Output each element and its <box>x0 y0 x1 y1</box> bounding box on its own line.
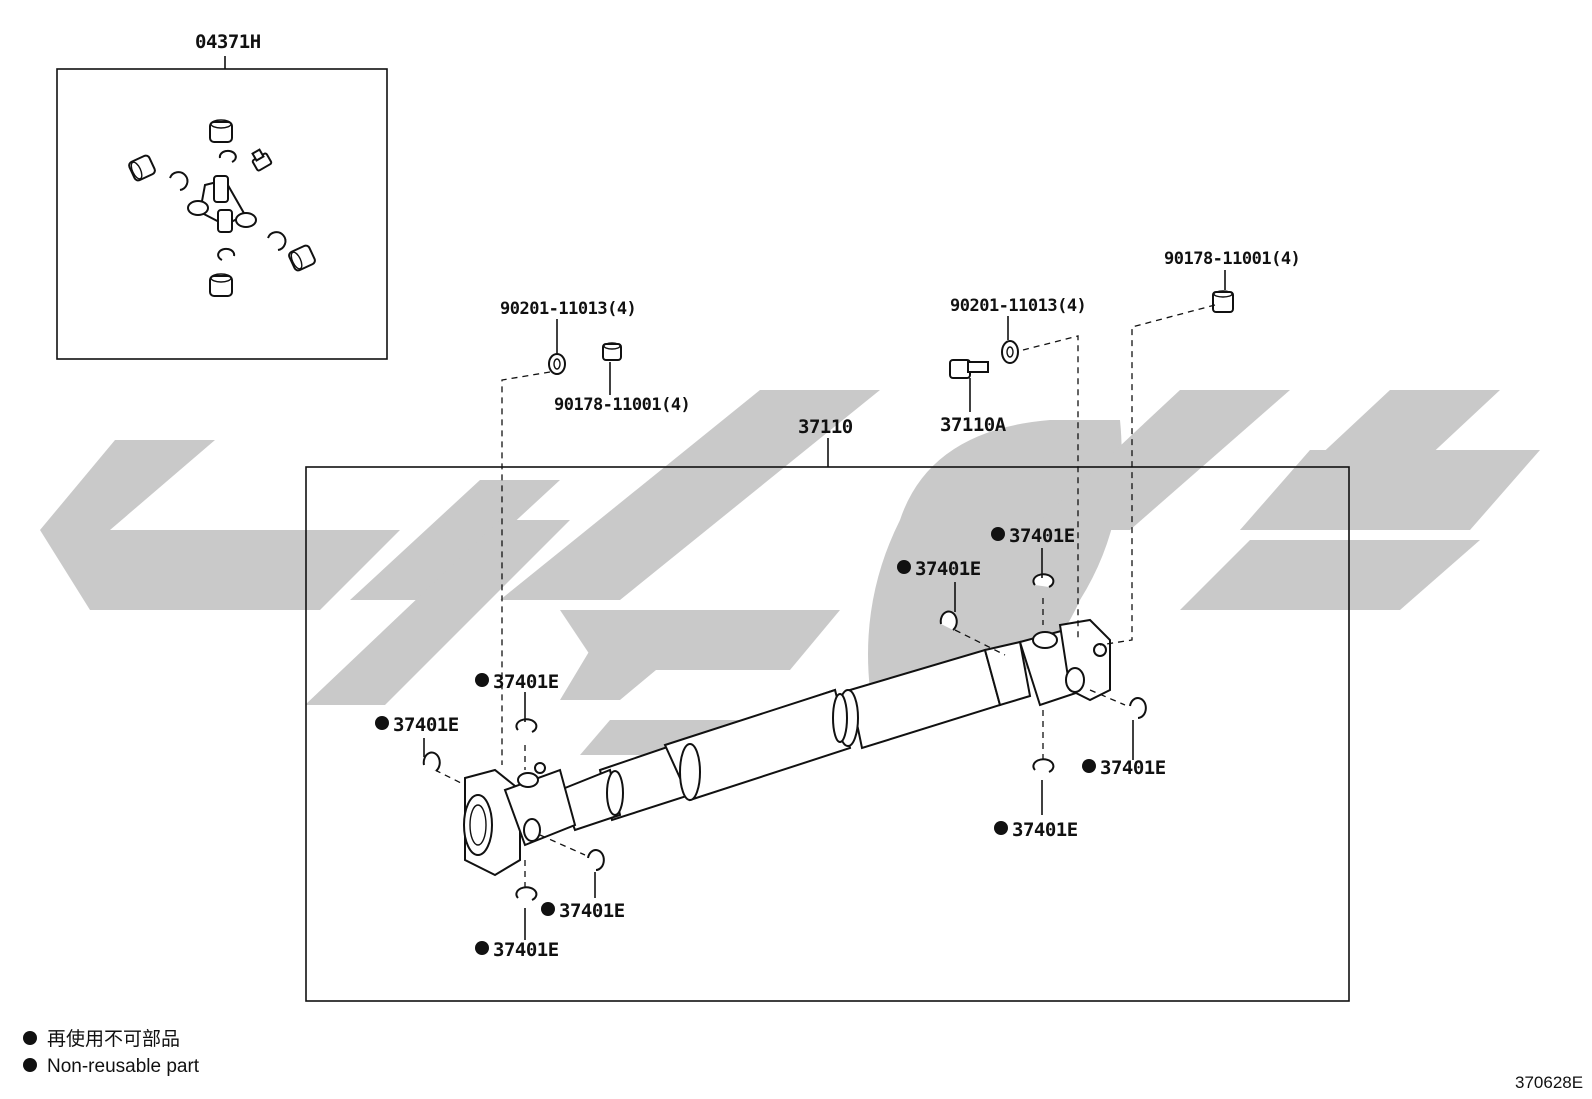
label-washer-right: 90201-11013(4) <box>950 296 1086 316</box>
non-reusable-marker <box>475 941 489 955</box>
right-washer-icon <box>1001 340 1019 364</box>
left-flange-yoke-icon <box>463 762 577 877</box>
label-snap-ring: 37401E <box>493 939 559 961</box>
snap-ring-labels: 37401E 37401E 37401E 37401E 37401E 37401… <box>375 525 1166 961</box>
legend-text-ja: 再使用不可部品 <box>47 1028 180 1050</box>
spider-icon <box>187 175 257 233</box>
label-snap-ring: 37401E <box>915 558 981 580</box>
snap-ring-leaders <box>423 548 1134 940</box>
non-reusable-marker <box>1082 759 1096 773</box>
right-nut-icon <box>1212 290 1234 313</box>
non-reusable-marker <box>994 821 1008 835</box>
label-snap-ring: 37401E <box>393 714 459 736</box>
non-reusable-marker <box>375 716 389 730</box>
non-reusable-marker <box>897 560 911 574</box>
label-snap-ring: 37401E <box>493 671 559 693</box>
snap-ring-icon <box>422 573 1147 901</box>
label-uj-kit: 04371H <box>195 31 261 53</box>
label-bolt: 37110A <box>940 414 1007 436</box>
label-snap-ring: 37401E <box>1009 525 1075 547</box>
bolt-icon <box>949 359 989 379</box>
assembly-dashed-lines <box>434 304 1216 895</box>
right-yoke-icon <box>1018 618 1111 707</box>
non-reusable-marker <box>475 673 489 687</box>
reference-code: 370628E <box>1515 1073 1583 1092</box>
label-snap-ring: 37401E <box>1100 757 1166 779</box>
label-nut-left: 90178-11001(4) <box>554 395 690 415</box>
non-reusable-marker <box>541 902 555 916</box>
uj-kit-box: 04371H <box>56 31 388 360</box>
left-washer-icon <box>548 353 566 375</box>
legend-marker <box>23 1058 37 1072</box>
left-nut-icon <box>602 342 622 361</box>
propeller-shaft-icon <box>558 640 1032 832</box>
label-nut-right: 90178-11001(4) <box>1164 249 1300 269</box>
label-snap-ring: 37401E <box>559 900 625 922</box>
watermark-logo <box>40 390 1540 755</box>
non-reusable-marker <box>991 527 1005 541</box>
legend: 再使用不可部品 Non-reusable part <box>23 1028 200 1077</box>
bearing-cap-icon <box>128 119 316 297</box>
label-snap-ring: 37401E <box>1012 819 1078 841</box>
kit-snap-ring-icon <box>169 149 287 261</box>
label-washer-left: 90201-11013(4) <box>500 299 636 319</box>
legend-text-en: Non-reusable part <box>47 1056 200 1077</box>
legend-marker <box>23 1031 37 1045</box>
label-shaft-assy: 37110 <box>798 416 853 438</box>
grease-fitting-icon <box>251 148 273 172</box>
